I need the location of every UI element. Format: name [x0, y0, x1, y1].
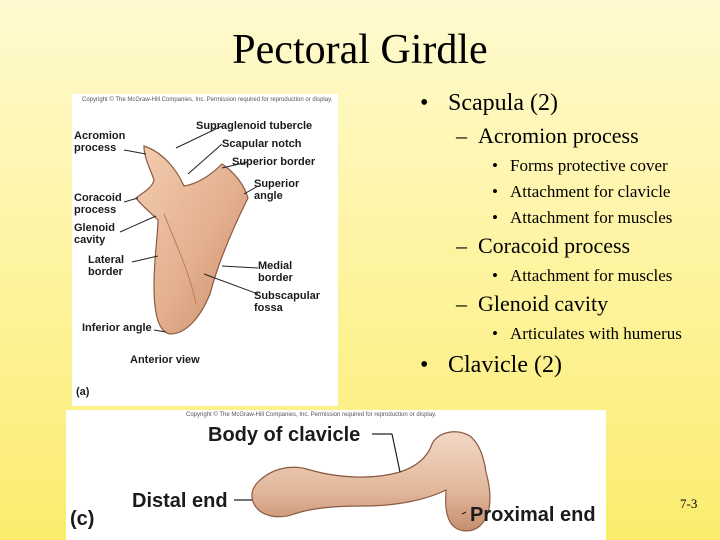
label-inferior-angle: Inferior angle: [82, 322, 152, 334]
label-glenoid: Glenoid cavity: [74, 222, 115, 246]
panel-label-c: (c): [70, 508, 95, 530]
bullet-coracoid-muscles: Attachment for muscles: [420, 265, 716, 286]
scapula-shape: [135, 145, 249, 335]
label-medial-border: Medial border: [258, 260, 293, 284]
label-anterior-view: Anterior view: [130, 354, 200, 366]
clavicle-shape: [251, 431, 491, 532]
slide-title: Pectoral Girdle: [232, 27, 488, 73]
scapula-illustration: [119, 125, 259, 335]
slide-number: 7-3: [680, 496, 698, 511]
scapula-figure: Copyright © The McGraw-Hill Companies, I…: [72, 94, 338, 406]
bullet-muscle-attachment: Attachment for muscles: [420, 207, 716, 228]
bullet-coracoid: Coracoid process: [420, 232, 716, 260]
clavicle-figure: Copyright © The McGraw-Hill Companies, I…: [66, 410, 606, 540]
bullet-clavicle: Clavicle (2): [420, 350, 716, 380]
bullet-humerus: Articulates with humerus: [420, 323, 716, 344]
bullet-glenoid: Glenoid cavity: [420, 290, 716, 318]
bullet-acromion: Acromion process: [420, 122, 716, 150]
bullet-list: Scapula (2) Acromion process Forms prote…: [420, 88, 716, 380]
label-body-of-clavicle: Body of clavicle: [208, 424, 361, 446]
clavicle-illustration: [234, 431, 491, 532]
scapula-copyright: Copyright © The McGraw-Hill Companies, I…: [82, 97, 333, 103]
clavicle-copyright: Copyright © The McGraw-Hill Companies, I…: [186, 412, 437, 418]
label-lateral-border: Lateral border: [88, 254, 125, 278]
label-acromion: Acromion process: [74, 130, 126, 154]
bullet-protective-cover: Forms protective cover: [420, 155, 716, 176]
label-proximal-end: Proximal end: [470, 504, 596, 526]
panel-label-a: (a): [76, 386, 90, 398]
bullet-clavicle-attachment: Attachment for clavicle: [420, 181, 716, 202]
label-superior-border: Superior border: [232, 156, 316, 168]
label-supraglenoid: Supraglenoid tubercle: [196, 120, 313, 132]
label-superior-angle: Superior angle: [254, 178, 300, 202]
bullet-scapula: Scapula (2): [420, 88, 716, 118]
label-distal-end: Distal end: [132, 490, 228, 512]
label-coracoid: Coracoid process: [74, 192, 122, 216]
label-subscapular-fossa: Subscapular fossa: [254, 290, 321, 314]
label-scapular-notch: Scapular notch: [222, 138, 302, 150]
